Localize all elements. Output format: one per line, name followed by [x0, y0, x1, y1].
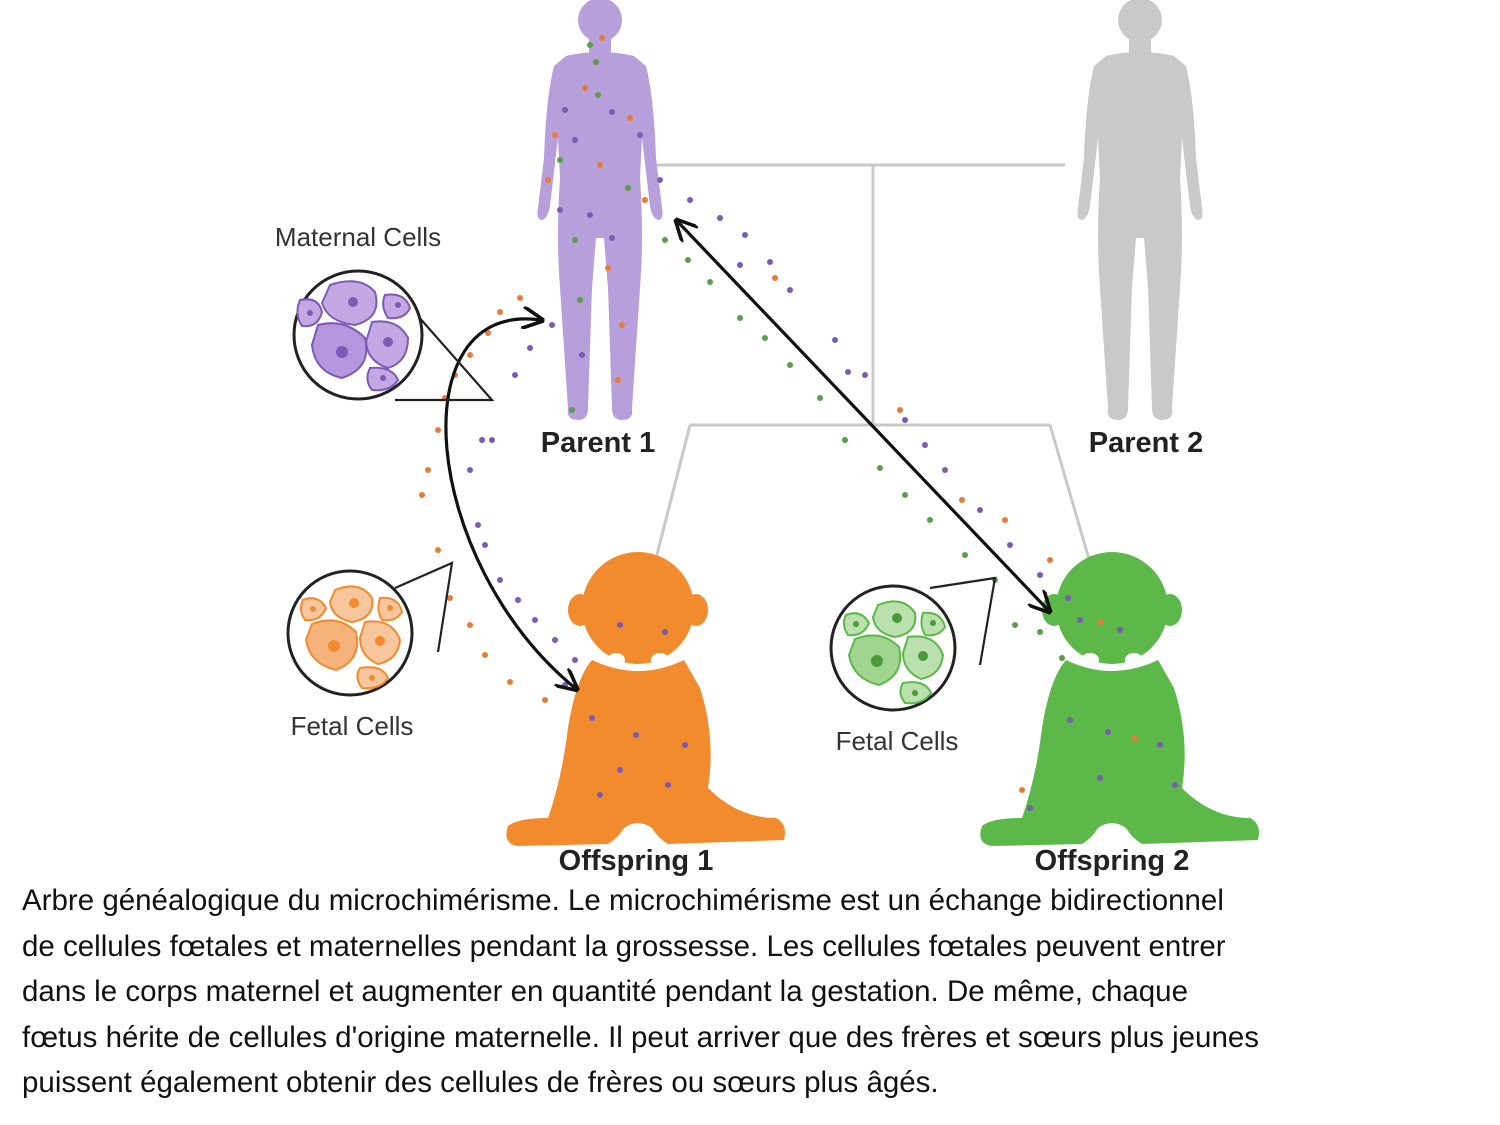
migrating-cells-left — [419, 295, 578, 703]
fetal-cells-label-2: Fetal Cells — [836, 726, 959, 756]
offspring-1-figure — [506, 552, 785, 846]
offspring-2-cell-dots — [1019, 619, 1178, 811]
parent-2-label: Parent 2 — [1089, 427, 1203, 459]
fetal-cells-magnifier-2 — [829, 576, 997, 712]
offspring-2-label: Offspring 2 — [1035, 845, 1190, 877]
diagonal-arrow-parent1-offspring2 — [678, 222, 1048, 610]
fetal-cells-label-1: Fetal Cells — [291, 711, 414, 741]
microchimerism-diagram: Maternal Cells Fetal Cells Fetal Cells P… — [275, 0, 1259, 877]
parent-1-label: Parent 1 — [541, 427, 655, 459]
maternal-cells-magnifier — [292, 269, 495, 402]
parent-2-figure — [1077, 0, 1203, 420]
figure-caption: Arbre généalogique du microchimérisme. L… — [22, 884, 1260, 1099]
offspring-2-figure — [980, 552, 1259, 846]
curved-arrow-parent1-offspring1 — [444, 319, 575, 688]
migrating-cells-right — [657, 177, 1083, 661]
parent-1-figure — [537, 0, 663, 420]
offspring-1-cell-dots — [589, 622, 688, 798]
maternal-cells-label: Maternal Cells — [275, 222, 441, 252]
tree-connectors — [646, 163, 1100, 591]
offspring-1-label: Offspring 1 — [559, 845, 714, 877]
fetal-cells-magnifier-1 — [286, 561, 454, 697]
